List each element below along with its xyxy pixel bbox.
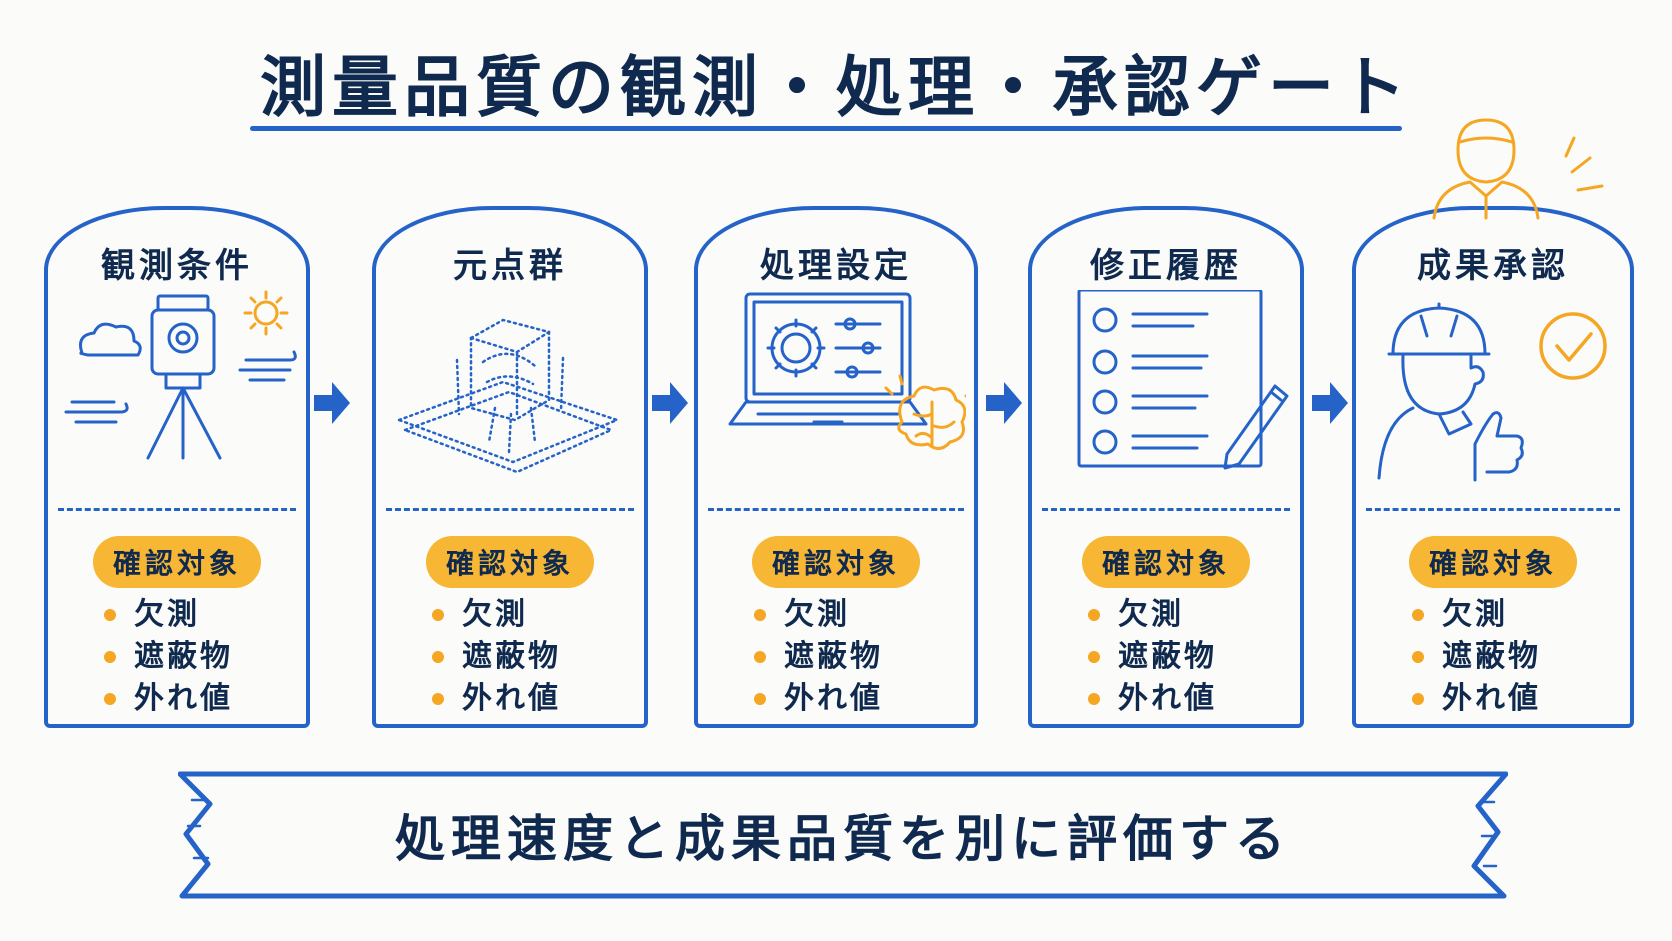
stage-card-processing-settings: 処理設定 確認対象 欠測 遮蔽物 外れ値 xyxy=(694,206,978,728)
laptop-settings-icon xyxy=(728,292,966,450)
card-divider xyxy=(386,508,634,511)
list-item: 欠測 xyxy=(432,594,561,636)
card-divider xyxy=(708,508,964,511)
list-item: 欠測 xyxy=(1088,594,1217,636)
check-target-badge: 確認対象 xyxy=(1408,536,1578,588)
list-item: 遮蔽物 xyxy=(754,636,883,678)
check-target-badge: 確認対象 xyxy=(425,536,595,588)
list-item: 遮蔽物 xyxy=(104,636,233,678)
arrow-right-icon xyxy=(652,382,688,424)
check-target-badge: 確認対象 xyxy=(92,536,262,588)
list-item: 外れ値 xyxy=(432,678,561,720)
list-item: 欠測 xyxy=(104,594,233,636)
stage-card-raw-point-cloud: 元点群 確認対象 欠測 遮蔽物 外れ値 xyxy=(372,206,648,728)
conclusion-text: 処理速度と成果品質を別に評価する xyxy=(395,810,1291,868)
arrow-right-icon xyxy=(986,382,1022,424)
check-list: 欠測 遮蔽物 外れ値 xyxy=(754,594,883,720)
card-divider xyxy=(1366,508,1620,511)
conclusion-banner xyxy=(178,771,1508,899)
point-cloud-icon xyxy=(395,318,621,474)
arrow-right-icon xyxy=(314,382,350,424)
list-item: 外れ値 xyxy=(1088,678,1217,720)
stage-title: 成果承認 xyxy=(1417,246,1569,286)
approver-person-icon xyxy=(1432,118,1604,220)
list-item: 外れ値 xyxy=(104,678,233,720)
stage-card-revision-history: 修正履歴 確認対象 欠測 遮蔽物 外れ値 xyxy=(1028,206,1304,728)
card-divider xyxy=(1042,508,1290,511)
list-item: 欠測 xyxy=(1412,594,1541,636)
list-item: 外れ値 xyxy=(1412,678,1541,720)
list-item: 遮蔽物 xyxy=(1088,636,1217,678)
card-divider xyxy=(58,508,296,511)
list-item: 遮蔽物 xyxy=(1412,636,1541,678)
check-target-badge: 確認対象 xyxy=(1081,536,1251,588)
stage-title: 修正履歴 xyxy=(1090,246,1242,286)
check-list: 欠測 遮蔽物 外れ値 xyxy=(1088,594,1217,720)
title-underline xyxy=(250,126,1402,131)
page-title: 測量品質の観測・処理・承認ゲート xyxy=(260,49,1412,126)
stage-card-observation: 観測条件 確認対象 欠測 遮蔽物 外れ値 xyxy=(44,206,310,728)
stage-title: 処理設定 xyxy=(760,246,912,286)
check-list: 欠測 遮蔽物 外れ値 xyxy=(432,594,561,720)
list-item: 外れ値 xyxy=(754,678,883,720)
stage-card-deliverable-approval: 成果承認 確認対象 欠測 遮蔽物 外れ値 xyxy=(1352,206,1634,728)
stage-title: 観測条件 xyxy=(101,246,253,286)
approval-worker-icon xyxy=(1377,302,1607,482)
arrow-right-icon xyxy=(1312,382,1348,424)
total-station-icon xyxy=(64,290,297,460)
list-item: 欠測 xyxy=(754,594,883,636)
check-list: 欠測 遮蔽物 外れ値 xyxy=(104,594,233,720)
check-list: 欠測 遮蔽物 外れ値 xyxy=(1412,594,1541,720)
stage-title: 元点群 xyxy=(453,246,567,286)
list-item: 遮蔽物 xyxy=(432,636,561,678)
revision-checklist-icon xyxy=(1077,290,1289,470)
check-target-badge: 確認対象 xyxy=(751,536,921,588)
